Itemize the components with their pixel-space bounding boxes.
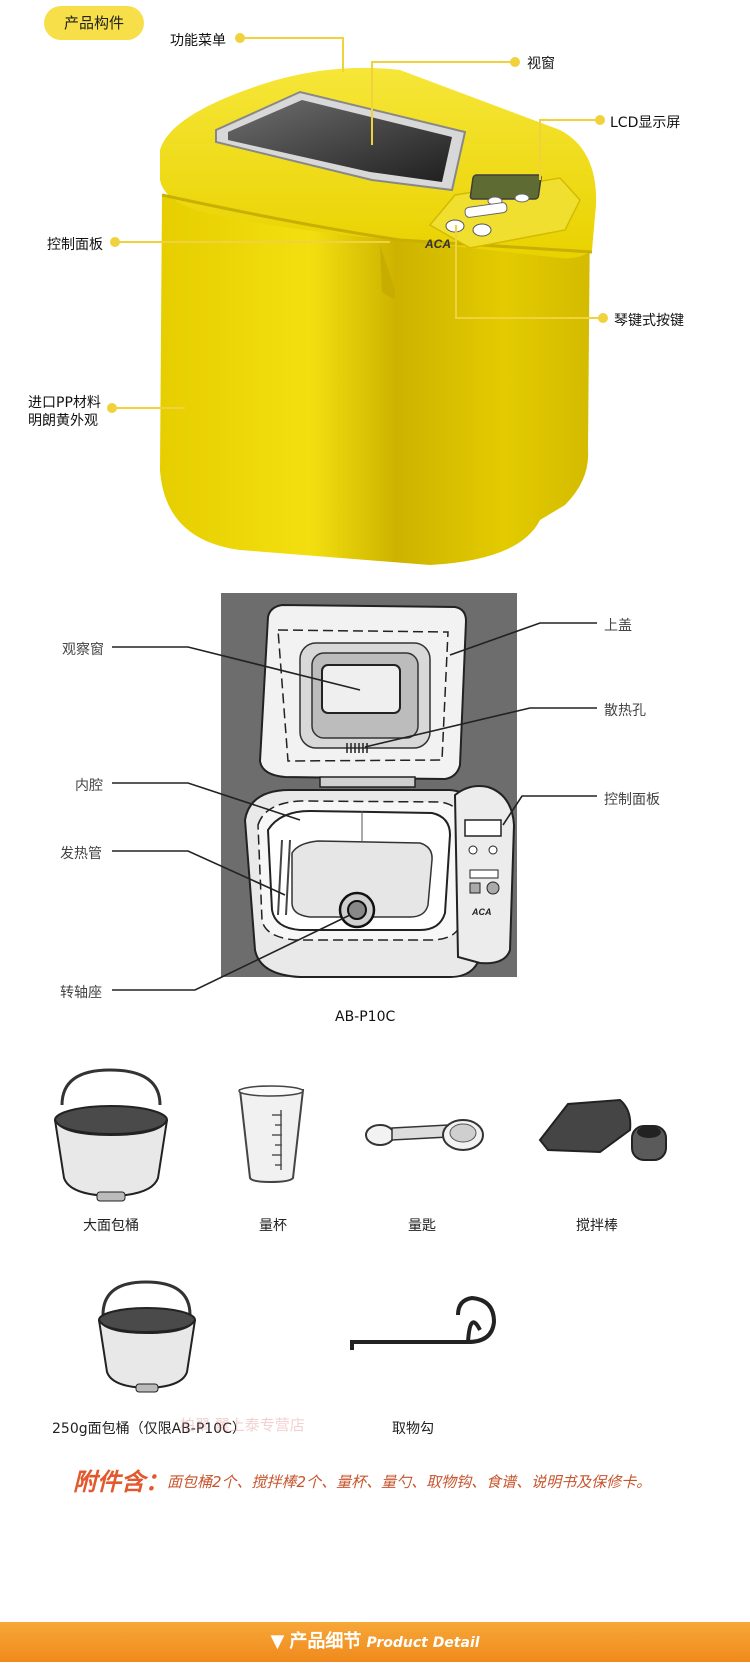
caption-measuring-cup: 量杯: [259, 1218, 287, 1234]
label-function-menu: 功能菜单: [170, 33, 226, 49]
label-pp-material: 进口PP材料: [28, 395, 101, 411]
label-vent: 散热孔: [604, 703, 646, 719]
label-control-panel: 控制面板: [47, 237, 103, 253]
section-badge: 产品构件: [44, 6, 144, 40]
label-lcd: LCD显示屏: [610, 115, 681, 131]
label-observation-window: 观察窗: [62, 642, 104, 658]
open-machine-diagram: ACA: [112, 593, 597, 991]
label-shaft-seat: 转轴座: [60, 985, 102, 1001]
down-arrow-icon: ▼: [270, 1631, 285, 1652]
observation-window: [321, 664, 401, 714]
label-side-control-panel: 控制面板: [604, 792, 660, 808]
includes-text: 面包桶2个、搅拌棒2个、量杯、量勺、取物钩、食谱、说明书及保修卡。: [167, 1473, 652, 1491]
footer-title-en: Product Detail: [366, 1635, 480, 1651]
bread-machine-illustration: ACA: [107, 33, 608, 565]
model-number: AB-P10C: [335, 1009, 396, 1025]
diagram-brand-logo: ACA: [471, 907, 492, 917]
label-inner-cavity: 内腔: [75, 778, 103, 794]
label-top-cover: 上盖: [604, 618, 632, 634]
caption-measuring-spoon: 量匙: [408, 1218, 436, 1234]
machine-body: [160, 195, 590, 565]
footer-title-cn: 产品细节: [289, 1631, 362, 1652]
small-bucket-icon: [98, 1280, 196, 1393]
lcd-display: [469, 174, 542, 200]
caption-hook: 取物勾: [392, 1421, 434, 1437]
label-bright-yellow: 明朗黄外观: [28, 413, 98, 429]
kneading-paddle-icon: [538, 1098, 667, 1161]
includes-title: 附件含：: [73, 1467, 169, 1496]
heating-tube: [277, 839, 291, 916]
caption-large-bucket: 大面包桶: [83, 1218, 139, 1234]
machine-brand-logo: ACA: [424, 237, 451, 251]
viewing-window: [228, 100, 452, 182]
accessories-illustrations: [54, 1068, 667, 1393]
measuring-spoon-icon: [365, 1119, 484, 1151]
caption-small-bucket: 250g面包桶（仅限AB-P10C）: [52, 1421, 246, 1437]
product-detail-banner: ▼ 产品细节 Product Detail: [0, 1622, 750, 1662]
large-bucket-icon: [54, 1068, 168, 1202]
watermark: 柏翠 翼上泰专营店: [180, 1416, 305, 1434]
hook-icon: [350, 1295, 497, 1350]
label-heating-tube: 发热管: [60, 846, 102, 862]
label-piano-keys: 琴键式按键: [614, 313, 684, 329]
label-window: 视窗: [527, 56, 555, 72]
caption-kneading-paddle: 搅拌棒: [576, 1218, 618, 1234]
measuring-cup-icon: [238, 1085, 305, 1184]
